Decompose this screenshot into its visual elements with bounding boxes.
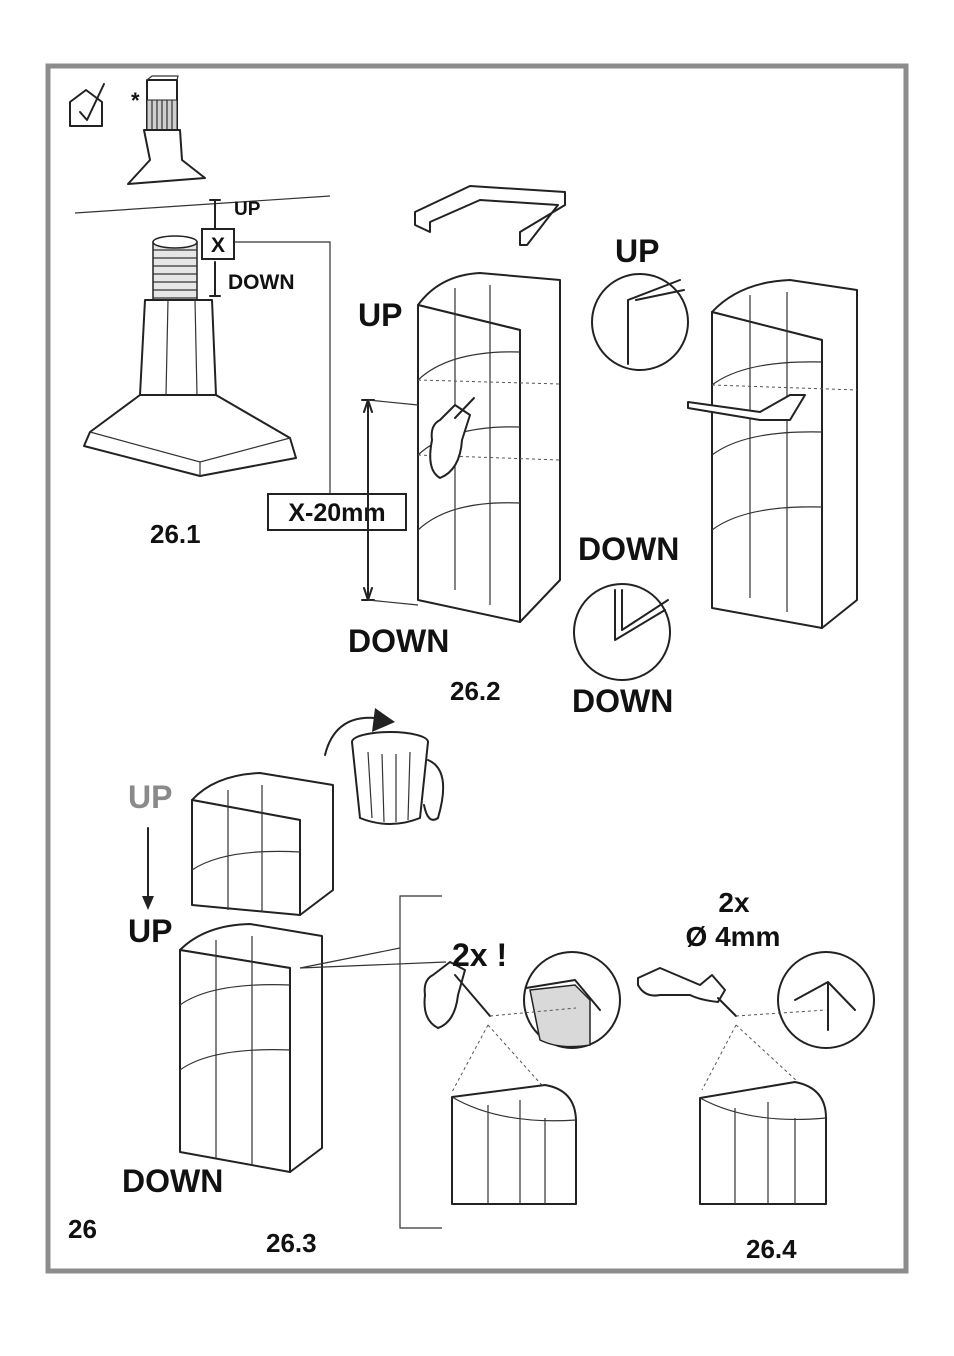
step-26-4-diagram — [423, 951, 875, 1205]
house-check-icon — [69, 83, 105, 127]
step-26-1-down-label: DOWN — [228, 271, 295, 294]
small-hood-illustration — [127, 75, 206, 185]
caption-26-4: 26.4 — [746, 1234, 797, 1264]
chimney-down-label: DOWN — [348, 623, 449, 659]
measure-label: X-20mm — [288, 499, 385, 527]
step-26-1-up-label: UP — [234, 199, 261, 220]
measure-box — [267, 493, 407, 531]
step-26-1-diagram — [74, 195, 405, 498]
x-dimension-label: X — [211, 234, 225, 257]
detail-down-label-bottom: DOWN — [572, 683, 673, 719]
detail-up-label: UP — [615, 233, 659, 269]
chimney-up-label: UP — [358, 297, 402, 333]
drill-count-label: 2x — [718, 887, 750, 918]
drill-size-label: Ø 4mm — [686, 921, 781, 952]
page-frame — [45, 63, 909, 1274]
caption-26-1: 26.1 — [150, 519, 201, 549]
trash-bin-icon — [324, 708, 445, 825]
caption-26-2: 26.2 — [450, 676, 501, 706]
step-26-3-diagram — [142, 708, 447, 1229]
caption-26-3: 26.3 — [266, 1228, 317, 1258]
step-26-3-up-bottom-label: UP — [128, 913, 172, 949]
detail-down-label-top: DOWN — [578, 531, 679, 567]
step-26-2-diagram — [361, 185, 858, 681]
mark-label: 2x ! — [452, 937, 507, 973]
asterisk-mark: * — [131, 88, 140, 113]
step-26-3-up-top-label: UP — [128, 779, 172, 815]
step-26-3-down-label: DOWN — [122, 1163, 223, 1199]
page-number: 26 — [68, 1214, 97, 1244]
